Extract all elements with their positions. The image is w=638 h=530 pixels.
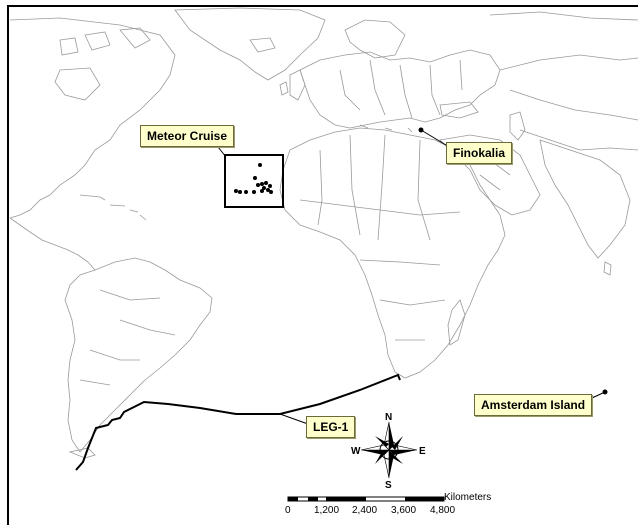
south-asia-outline <box>539 139 631 259</box>
scale-tick-label: 2,400 <box>352 505 378 516</box>
black-sea <box>439 101 479 119</box>
station-point <box>256 183 260 187</box>
scale-tick-label: 0 <box>285 505 291 516</box>
map-neatline <box>7 5 638 530</box>
caspian-sea <box>509 111 526 141</box>
station-point <box>238 190 242 194</box>
scale-unit-label: Kilometers <box>444 492 492 503</box>
finokalia-leader-line <box>420 129 447 146</box>
caribbean-islands <box>79 194 147 221</box>
iceland <box>249 37 276 53</box>
scale-tick-label: 4,800 <box>430 505 456 516</box>
sri-lanka <box>603 261 612 276</box>
compass-rose <box>360 421 418 479</box>
meteor-cruise-label: Meteor Cruise <box>140 125 235 147</box>
station-point <box>258 163 262 167</box>
canada-islands <box>59 27 151 56</box>
scale-bar <box>287 496 445 502</box>
europe-borders <box>339 59 463 119</box>
station-point <box>264 181 268 185</box>
central-america-outline <box>9 217 96 271</box>
africa-borders <box>299 134 461 341</box>
station-point <box>253 176 257 180</box>
compass-south-label: S <box>385 480 392 491</box>
station-point <box>262 186 266 190</box>
finokalia-label: Finokalia <box>446 142 513 164</box>
station-point <box>260 182 264 186</box>
station-point <box>234 189 238 193</box>
mediterranean-islands <box>359 124 413 133</box>
africa-outline <box>279 127 506 379</box>
compass-north-label: N <box>385 412 393 423</box>
british-isles <box>279 69 306 101</box>
hudson-bay <box>54 67 101 101</box>
tierra-del-fuego <box>68 447 96 459</box>
south-america-outline <box>64 257 213 453</box>
scale-tick-label: 1,200 <box>314 505 340 516</box>
leg1-route <box>75 373 401 471</box>
meteor-cruise-box <box>224 154 284 208</box>
amsterdam-island-label: Amsterdam Island <box>474 394 593 416</box>
madagascar <box>447 299 466 346</box>
compass-east-label: E <box>419 446 426 457</box>
meteor-cruise-stations <box>234 163 273 194</box>
greenland-outline <box>174 7 326 81</box>
compass-west-label: W <box>351 446 361 457</box>
scandinavia <box>344 19 406 59</box>
europe-outline <box>299 49 501 129</box>
leg1-leader-line <box>279 413 309 425</box>
north-america-outline <box>9 17 176 219</box>
meteor-leader-line <box>217 146 227 158</box>
station-point <box>268 184 272 188</box>
station-point <box>252 190 256 194</box>
land-outlines <box>9 7 638 459</box>
amsterdam-leader-line <box>591 391 606 399</box>
middle-east-outline <box>439 134 541 216</box>
leg1-label: LEG-1 <box>306 416 356 438</box>
scale-tick-label: 3,600 <box>391 505 417 516</box>
russia-outline <box>489 11 638 71</box>
asia-borders <box>509 89 638 151</box>
station-point <box>266 188 270 192</box>
station-point <box>244 190 248 194</box>
station-point <box>260 189 264 193</box>
station-point <box>269 190 273 194</box>
south-america-borders <box>79 289 176 386</box>
